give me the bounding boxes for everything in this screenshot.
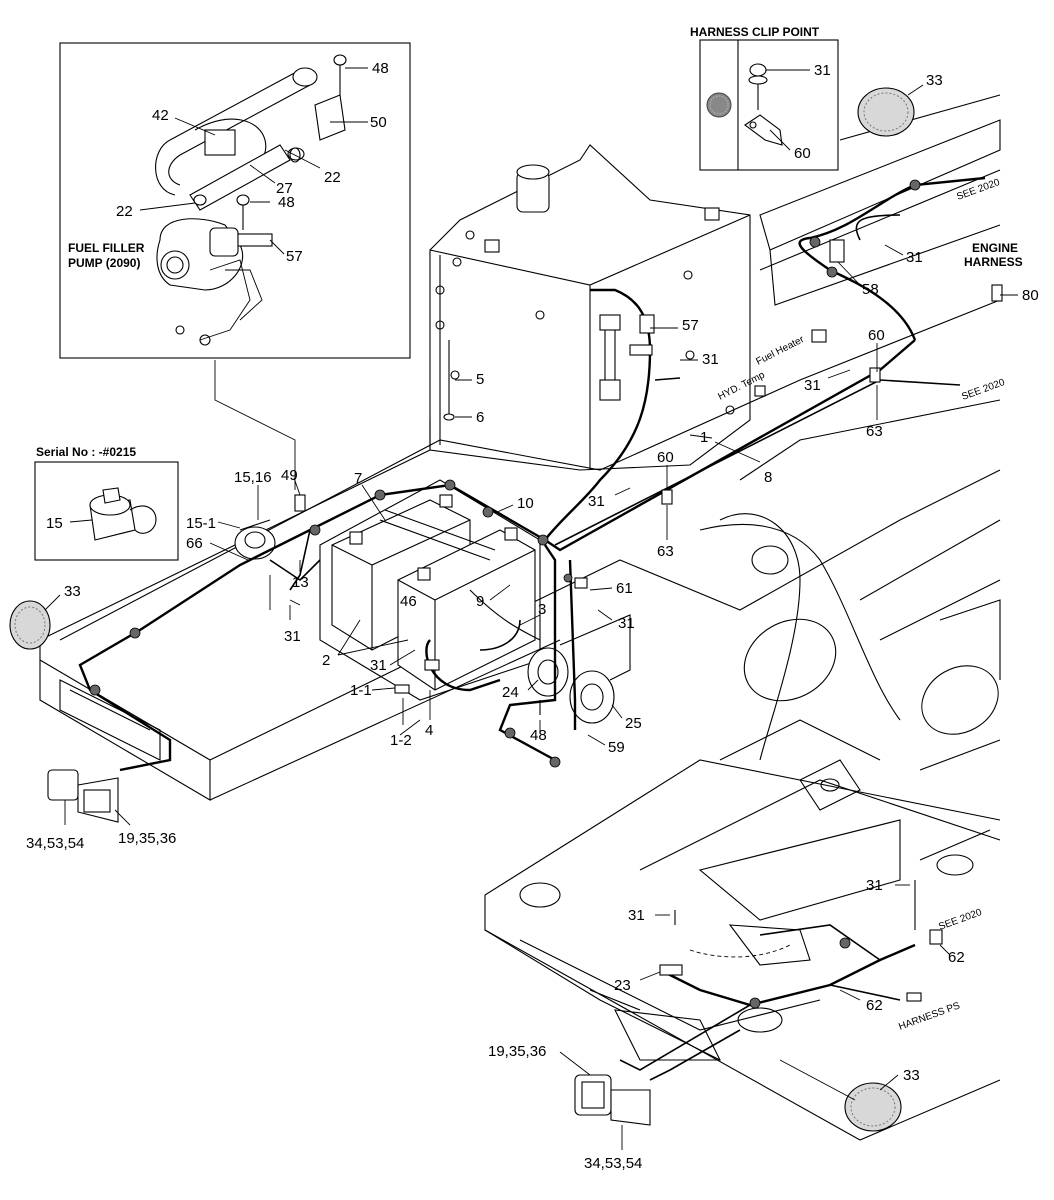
callout-42: 42 (152, 107, 169, 124)
callout-9: 9 (476, 593, 484, 610)
engine-harness-title-1: ENGINE (972, 241, 1018, 255)
note-labels: SEE 2020 SEE 2020 SEE 2020 Fuel Heater H… (716, 177, 1006, 1033)
callout-1: 1 (700, 429, 708, 446)
harness-ps-note: HARNESS PS (897, 1000, 962, 1032)
callout-numbers: 48 42 50 22 22 27 48 57 31 60 33 80 31 5… (26, 60, 1039, 1172)
callout-31: 31 (804, 377, 821, 394)
callout-31: 31 (866, 877, 883, 894)
fuel-tank-outline (429, 144, 751, 471)
callout-60: 60 (868, 327, 885, 344)
callout-58: 58 (862, 281, 879, 298)
callout-63: 63 (866, 423, 883, 440)
callout-15: 15 (46, 515, 63, 532)
key-switch (234, 519, 276, 560)
main-harness-wires (78, 176, 986, 1081)
harness-clip-point-title: HARNESS CLIP POINT (690, 25, 820, 39)
callout-31: 31 (284, 628, 301, 645)
callout-49: 49 (281, 467, 298, 484)
battery-outline (319, 479, 541, 701)
callout-57: 57 (286, 248, 303, 265)
callout-25: 25 (625, 715, 642, 732)
callout-1-1: 1-1 (350, 682, 372, 699)
harness-clamp-dots (89, 179, 921, 1009)
callout-7: 7 (354, 470, 362, 487)
callout-8: 8 (764, 469, 772, 486)
callout-80: 80 (1022, 287, 1039, 304)
callout-5: 5 (476, 371, 484, 388)
callout-10: 10 (517, 495, 534, 512)
callout-4: 4 (425, 722, 433, 739)
serial-no-title: Serial No : -#0215 (36, 445, 136, 459)
left-deck-lamp (47, 679, 161, 823)
callout-22: 22 (116, 203, 133, 220)
callout-48: 48 (278, 194, 295, 211)
callout-23: 23 (614, 977, 631, 994)
callout-60: 60 (657, 449, 674, 466)
callout-57: 57 (682, 317, 699, 334)
callout-34-53-54: 34,53,54 (26, 835, 84, 852)
callout-3: 3 (538, 601, 546, 618)
fuel-filler-pump-title-2: PUMP (2090) (68, 256, 140, 270)
callout-48: 48 (372, 60, 389, 77)
callout-62: 62 (948, 949, 965, 966)
see-2020-note-mid: SEE 2020 (960, 377, 1006, 403)
callout-31: 31 (370, 657, 387, 674)
callout-24: 24 (502, 684, 519, 701)
callout-63: 63 (657, 543, 674, 560)
leader-lines (44, 67, 1018, 1150)
fuel-filler-pump-inset (59, 42, 411, 359)
callout-31: 31 (702, 351, 719, 368)
callout-33: 33 (926, 72, 943, 89)
callout-31: 31 (814, 62, 831, 79)
callout-31: 31 (588, 493, 605, 510)
fuel-heater-note: Fuel Heater (754, 334, 806, 368)
callout-19-35-36: 19,35,36 (118, 830, 176, 847)
callout-22: 22 (324, 169, 341, 186)
grille-33 (9, 87, 915, 1132)
callout-46: 46 (400, 593, 417, 610)
callout-62: 62 (866, 997, 883, 1014)
callout-33: 33 (903, 1067, 920, 1084)
callout-2: 2 (322, 652, 330, 669)
callout-31: 31 (618, 615, 635, 632)
serial-key-inset (34, 461, 179, 561)
title-labels: HARNESS CLIP POINT Serial No : -#0215 FU… (36, 25, 1023, 459)
callout-60: 60 (794, 145, 811, 162)
harness-clip-point-inset (699, 39, 839, 171)
callout-33: 33 (64, 583, 81, 600)
callout-59: 59 (608, 739, 625, 756)
callout-50: 50 (370, 114, 387, 131)
engine-harness-title-2: HARNESS (964, 255, 1023, 269)
horns (527, 614, 631, 724)
see-2020-note-low: SEE 2020 (937, 907, 983, 933)
callout-31: 31 (906, 249, 923, 266)
callout-66: 66 (186, 535, 203, 552)
callout-34-53-54: 34,53,54 (584, 1155, 642, 1172)
callout-6: 6 (476, 409, 484, 426)
lower-frame-outline (484, 719, 1001, 1141)
callout-61: 61 (616, 580, 633, 597)
callout-27: 27 (276, 180, 293, 197)
callout-1-2: 1-2 (390, 732, 412, 749)
callout-19-35-36: 19,35,36 (488, 1043, 546, 1060)
callout-15-1: 15-1 (186, 515, 216, 532)
callout-15-16: 15,16 (234, 469, 272, 486)
callout-13: 13 (292, 574, 309, 591)
callout-31: 31 (628, 907, 645, 924)
fuel-filler-pump-title-1: FUEL FILLER (68, 241, 145, 255)
callout-48: 48 (530, 727, 547, 744)
